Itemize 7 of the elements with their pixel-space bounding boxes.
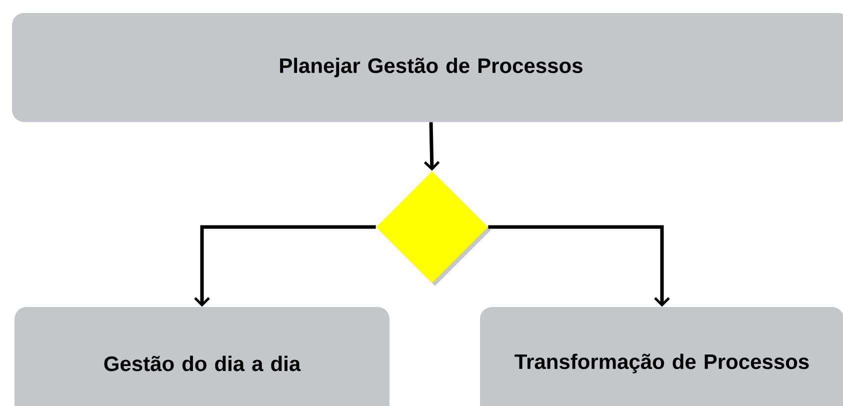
process-box: Planejar Gestão de Processos <box>12 13 843 122</box>
process-box: Transformação de Processos <box>480 306 843 406</box>
process-box: Gestão do dia a dia <box>14 306 390 406</box>
arrow <box>194 225 376 307</box>
arrow <box>488 225 670 307</box>
decision-diamond <box>376 171 488 283</box>
arrow <box>424 122 440 171</box>
